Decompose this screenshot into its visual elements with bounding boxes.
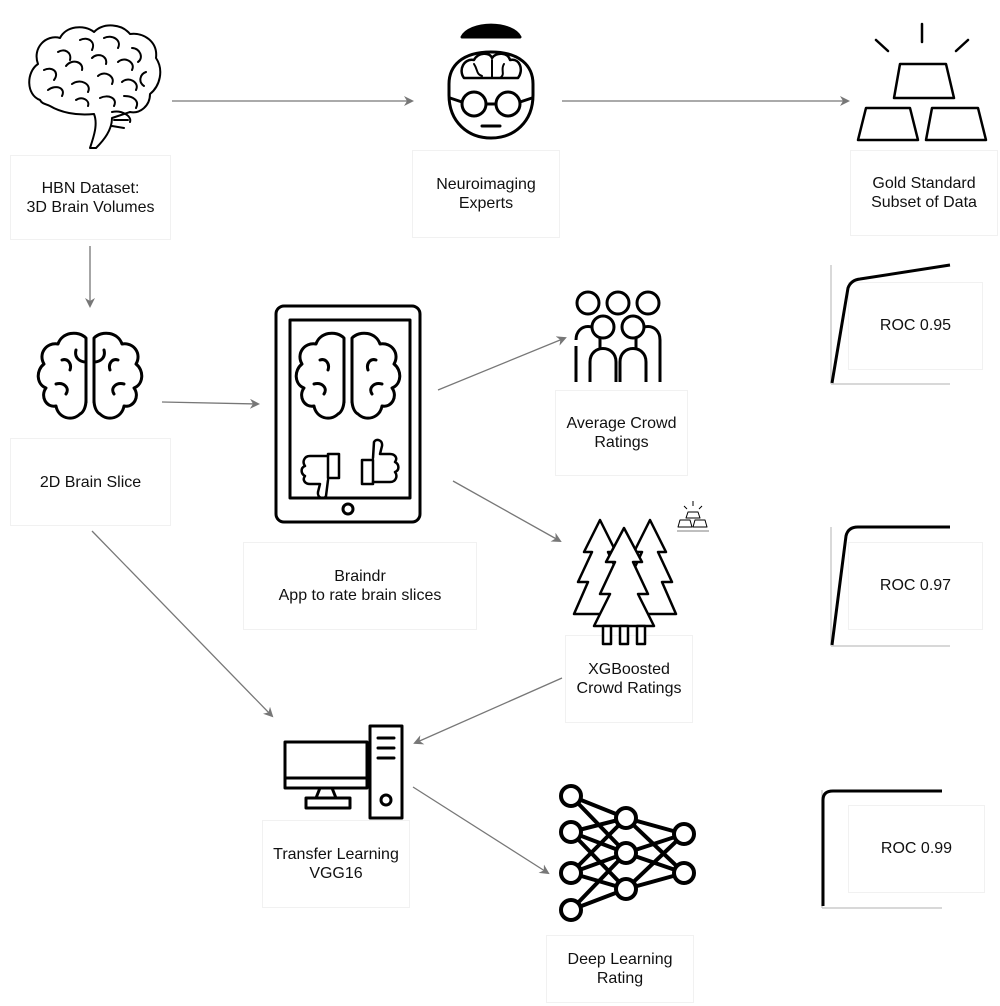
braindr-line2: App to rate brain slices — [278, 587, 442, 604]
hbn-line2: 3D Brain Volumes — [26, 198, 155, 216]
arrow-braindr-to-crowd — [437, 336, 567, 391]
deep-line2: Rating — [596, 970, 644, 987]
hbn-line1: HBN Dataset: — [41, 179, 140, 197]
xgb-line2: Crowd Ratings — [576, 680, 682, 697]
brain-slice-label: 2D Brain Slice — [10, 438, 171, 526]
braindr-line1: Braindr — [334, 568, 386, 585]
roc-label-crowd: ROC 0.95 — [879, 317, 952, 334]
slice-line1: 2D Brain Slice — [39, 473, 142, 491]
roc-label-xgb: ROC 0.97 — [879, 577, 952, 594]
crowd-line1: Average Crowd — [566, 415, 677, 432]
experts-line2: Experts — [458, 195, 514, 212]
gold-line2: Subset of Data — [871, 194, 977, 211]
deep-line1: Deep Learning — [567, 951, 673, 968]
crowd-line2: Ratings — [594, 434, 649, 451]
roc-label-deep: ROC 0.99 — [880, 840, 953, 857]
hbn-dataset-label: HBN Dataset:3D Brain Volumes — [10, 155, 171, 240]
roc-box-crowd: ROC 0.95 — [848, 282, 983, 370]
gold-line1: Gold Standard — [872, 175, 976, 192]
xgb-line1: XGBoosted — [588, 661, 670, 678]
transfer-line2: VGG16 — [309, 865, 363, 882]
arrow-braindr-to-xgb — [452, 480, 562, 542]
arrow-slice-to-braindr — [161, 398, 260, 409]
experts-line1: Neuroimaging — [436, 176, 536, 193]
arrow-xgb-to-transfer — [413, 677, 563, 745]
arrow-slice-to-transfer — [91, 530, 274, 718]
roc-box-xgb: ROC 0.97 — [848, 542, 983, 630]
arrow-transfer-to-deep — [412, 786, 550, 875]
transfer-line1: Transfer Learning — [273, 846, 399, 863]
roc-box-deep: ROC 0.99 — [848, 805, 985, 893]
